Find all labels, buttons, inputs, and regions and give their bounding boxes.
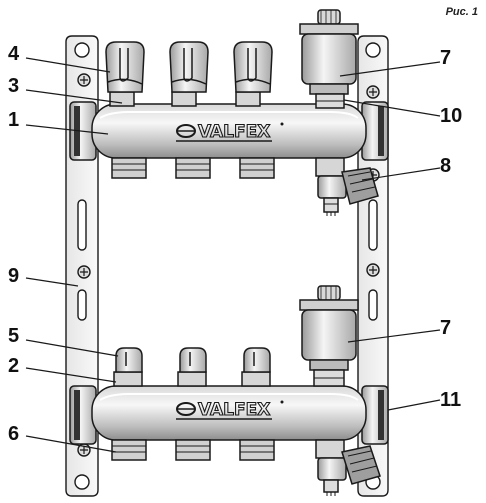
brand-text-upper: VALFEX: [198, 122, 270, 142]
callout-6: 6: [8, 423, 20, 445]
figure-label: Рис. 1: [445, 6, 478, 18]
callout-7-lower: 7: [440, 317, 452, 339]
callout-3: 3: [8, 75, 20, 97]
callout-9: 9: [8, 265, 20, 287]
callout-8: 8: [440, 155, 452, 177]
callout-7-upper: 7: [440, 47, 452, 69]
upper-manifold: [69, 91, 389, 179]
brand-logo-lower: VALFEX: [176, 399, 284, 421]
upper-air-vent: [299, 9, 359, 109]
upper-valve-caps: [105, 41, 273, 93]
lower-valve-caps: [115, 347, 271, 373]
leader-lines: [25, 57, 441, 453]
lower-manifold: [69, 371, 389, 461]
upper-drain-valve: [315, 157, 379, 216]
lower-air-vent: [299, 285, 359, 387]
callout-11: 11: [440, 389, 462, 411]
callout-10: 10: [440, 105, 463, 127]
callout-2: 2: [8, 355, 20, 377]
callout-5: 5: [8, 325, 20, 347]
lower-drain-valve: [315, 439, 381, 496]
brand-logo-upper: VALFEX: [176, 121, 284, 143]
callout-4: 4: [8, 43, 20, 65]
callout-1: 1: [8, 109, 20, 131]
brand-text-lower: VALFEX: [198, 400, 270, 420]
